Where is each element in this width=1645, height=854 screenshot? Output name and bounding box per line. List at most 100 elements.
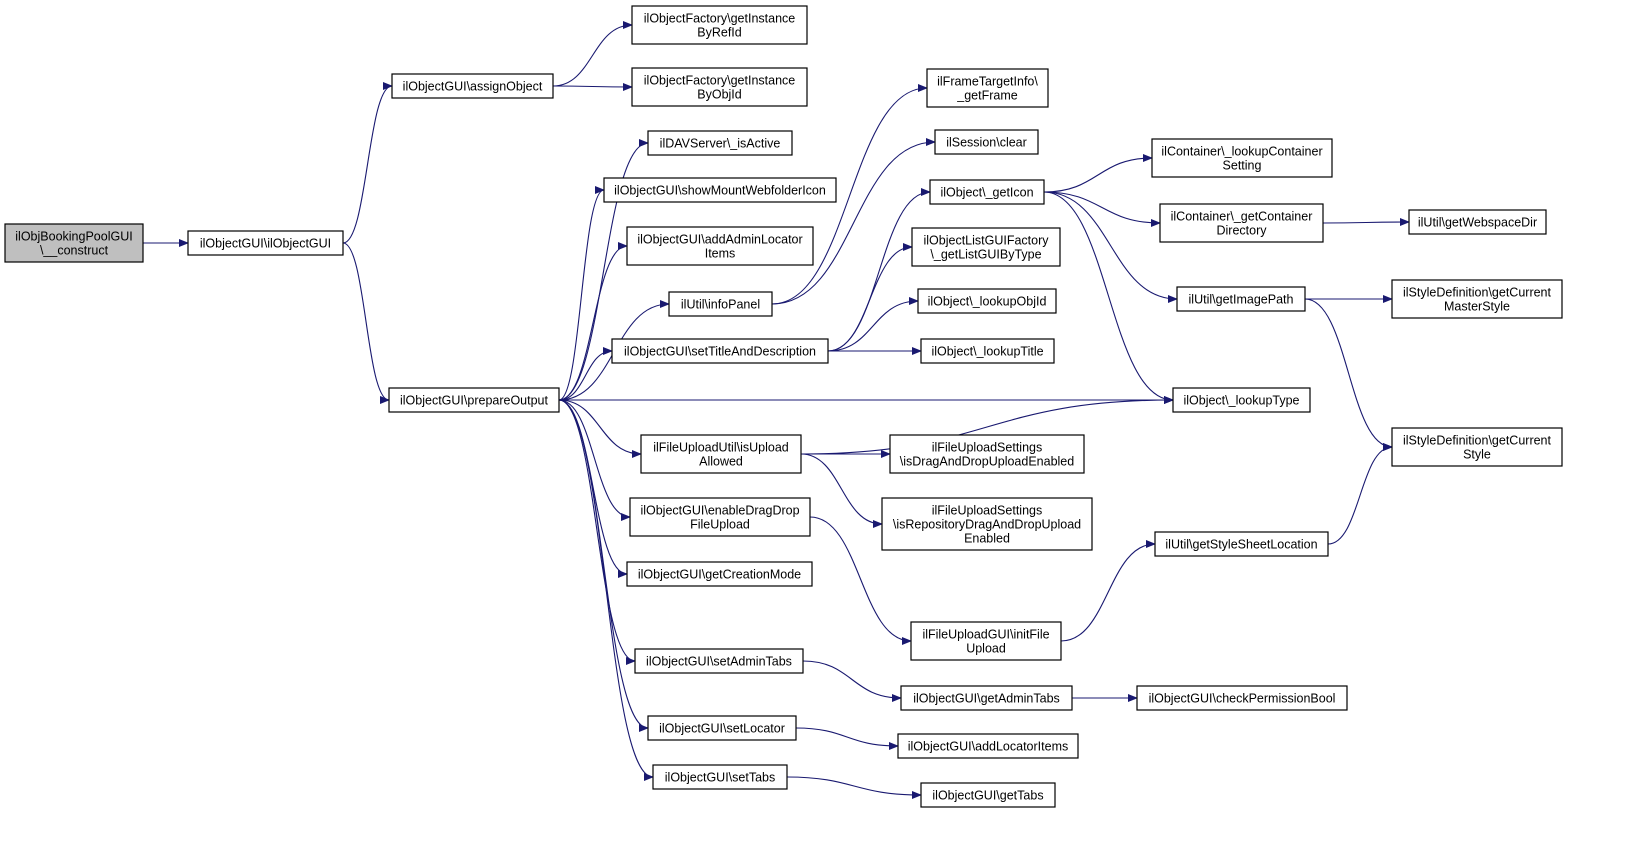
node-box[interactable] — [391, 73, 554, 99]
node-box[interactable] — [897, 733, 1079, 759]
edge-ilObjectGUI-to-assignObject — [342, 82, 393, 244]
node-box[interactable] — [1136, 685, 1348, 711]
node-box[interactable] — [629, 497, 811, 537]
edge-arrow — [558, 186, 605, 401]
node-label: ByRefId — [697, 26, 742, 40]
node-box[interactable] — [647, 130, 793, 156]
node-assignObject[interactable]: ilObjectGUI\assignObject — [391, 73, 554, 99]
node-setTitle[interactable]: ilObjectGUI\setTitleAndDescription — [611, 338, 829, 364]
node-getCreationMode[interactable]: ilObjectGUI\getCreationMode — [626, 561, 813, 587]
node-box[interactable] — [1408, 209, 1547, 235]
node-box[interactable] — [1391, 279, 1563, 319]
node-isDragAndDrop[interactable]: ilFileUploadSettings\isDragAndDropUpload… — [889, 434, 1085, 474]
node-box[interactable] — [647, 715, 797, 741]
node-label: ilObjectGUI\setLocator — [659, 722, 785, 736]
edge-arrow — [786, 776, 922, 799]
node-lookupTitle[interactable]: ilObject\_lookupTitle — [920, 338, 1055, 364]
node-box[interactable] — [1391, 427, 1563, 467]
node-box[interactable] — [634, 648, 804, 674]
node-label: ilStyleDefinition\getCurrent — [1403, 434, 1552, 448]
edge-assignObject-to-getInstanceByObjId — [552, 82, 633, 91]
edge-getStyleSheetLocation-to-getCurrentStyle — [1327, 443, 1393, 545]
node-box[interactable] — [889, 434, 1085, 474]
node-setAdminTabs[interactable]: ilObjectGUI\setAdminTabs — [634, 648, 804, 674]
edge-arrow — [802, 660, 902, 702]
node-box[interactable] — [929, 179, 1045, 205]
node-box[interactable] — [640, 434, 802, 474]
node-box[interactable] — [626, 561, 813, 587]
edge-setTabs-to-getTabs — [786, 776, 922, 799]
node-lookupObjId[interactable]: ilObject\_lookupObjId — [917, 288, 1057, 314]
node-box[interactable] — [626, 226, 814, 266]
node-sessionClear[interactable]: ilSession\clear — [934, 129, 1039, 155]
node-box[interactable] — [668, 291, 773, 317]
edge-arrow — [558, 242, 628, 401]
node-box[interactable] — [388, 387, 560, 413]
node-box[interactable] — [1176, 286, 1306, 312]
edge-prepareOutput-to-addAdminLocator — [558, 242, 628, 401]
node-isRepoDragAndDrop[interactable]: ilFileUploadSettings\isRepositoryDragAnd… — [881, 497, 1093, 551]
node-box[interactable] — [631, 5, 808, 45]
node-getAdminTabs[interactable]: ilObjectGUI\getAdminTabs — [900, 685, 1073, 711]
edge-getContainerDirectory-to-getWebspaceDir — [1322, 218, 1410, 227]
node-box[interactable] — [611, 338, 829, 364]
node-box[interactable] — [4, 223, 144, 263]
node-label: FileUpload — [690, 518, 750, 532]
node-setTabs[interactable]: ilObjectGUI\setTabs — [652, 764, 788, 790]
node-box[interactable] — [603, 177, 837, 203]
node-box[interactable] — [911, 227, 1061, 267]
node-box[interactable] — [652, 764, 788, 790]
node-label: \_getListGUIByType — [930, 248, 1041, 262]
node-box[interactable] — [1151, 138, 1333, 178]
node-label: Upload — [966, 642, 1006, 656]
node-getStyleSheetLocation[interactable]: ilUtil\getStyleSheetLocation — [1154, 531, 1329, 557]
node-getImagePath[interactable]: ilUtil\getImagePath — [1176, 286, 1306, 312]
node-box[interactable] — [900, 685, 1073, 711]
node-box[interactable] — [934, 129, 1039, 155]
node-getIcon[interactable]: ilObject\_getIcon — [929, 179, 1045, 205]
node-prepareOutput[interactable]: ilObjectGUI\prepareOutput — [388, 387, 560, 413]
node-label: ilObject\_getIcon — [940, 186, 1033, 200]
node-infoPanel[interactable]: ilUtil\infoPanel — [668, 291, 773, 317]
node-construct[interactable]: ilObjBookingPoolGUI\__construct — [4, 223, 144, 263]
node-ilObjectGUI[interactable]: ilObjectGUI\ilObjectGUI — [187, 230, 344, 256]
node-label: ilSession\clear — [946, 136, 1027, 150]
node-setLocator[interactable]: ilObjectGUI\setLocator — [647, 715, 797, 741]
node-box[interactable] — [881, 497, 1093, 551]
node-lookupType[interactable]: ilObject\_lookupType — [1172, 387, 1311, 413]
node-box[interactable] — [920, 338, 1055, 364]
edge-arrow — [827, 243, 913, 352]
node-label: ilObjectGUI\setAdminTabs — [646, 655, 792, 669]
node-label: ilObject\_lookupTitle — [931, 345, 1043, 359]
node-getFrame[interactable]: ilFrameTargetInfo\_getFrame — [926, 68, 1049, 108]
node-getTabs[interactable]: ilObjectGUI\getTabs — [920, 782, 1056, 808]
node-box[interactable] — [926, 68, 1049, 108]
node-getWebspaceDir[interactable]: ilUtil\getWebspaceDir — [1408, 209, 1547, 235]
node-label: ilFileUploadSettings — [932, 504, 1042, 518]
node-isActive[interactable]: ilDAVServer\_isActive — [647, 130, 793, 156]
node-getListGUI[interactable]: ilObjectListGUIFactory\_getListGUIByType — [911, 227, 1061, 267]
node-box[interactable] — [1159, 203, 1324, 243]
node-checkPermissionBool[interactable]: ilObjectGUI\checkPermissionBool — [1136, 685, 1348, 711]
node-box[interactable] — [1172, 387, 1311, 413]
node-box[interactable] — [920, 782, 1056, 808]
node-showMount[interactable]: ilObjectGUI\showMountWebfolderIcon — [603, 177, 837, 203]
node-box[interactable] — [631, 67, 808, 107]
node-box[interactable] — [910, 621, 1062, 661]
node-addLocatorItems[interactable]: ilObjectGUI\addLocatorItems — [897, 733, 1079, 759]
node-box[interactable] — [1154, 531, 1329, 557]
node-label: ByObjId — [697, 88, 742, 102]
node-box[interactable] — [917, 288, 1057, 314]
node-box[interactable] — [187, 230, 344, 256]
